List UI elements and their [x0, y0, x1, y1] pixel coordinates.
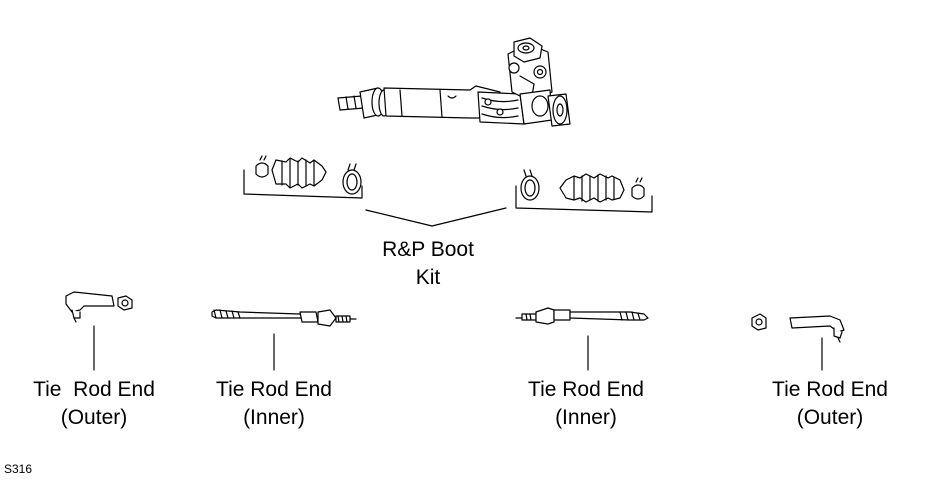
tie-rod-end-outer-left-label: Tie Rod End (Outer)	[14, 376, 174, 432]
tie-rod-end-inner-left-line2: (Inner)	[243, 406, 305, 429]
boot-kit-label-line1: R&P Boot	[382, 238, 474, 261]
boot-kit-left-parts	[255, 155, 362, 195]
tie-rod-end-inner-right-line1: Tie Rod End	[528, 378, 644, 401]
tie-rod-end-outer-right-label: Tie Rod End (Outer)	[750, 376, 910, 432]
tie-rod-end-inner-left-part	[211, 309, 357, 327]
tie-rod-end-inner-left-label: Tie Rod End (Inner)	[194, 376, 354, 432]
boot-kit-label-line2: Kit	[415, 266, 441, 289]
tie-rod-end-inner-right-line2: (Inner)	[555, 406, 617, 429]
boot-kit-label: R&P Boot Kit	[348, 236, 508, 292]
tie-rod-end-inner-right-part	[515, 307, 649, 325]
tie-rod-end-outer-right-line1: Tie Rod End	[772, 378, 888, 401]
rack-and-pinion-assembly	[337, 37, 571, 127]
tie-rod-end-inner-left-line1: Tie Rod End	[216, 378, 332, 401]
tie-rod-end-inner-right-label: Tie Rod End (Inner)	[506, 376, 666, 432]
figure-code: S316	[4, 462, 33, 476]
tie-rod-end-outer-left-part	[65, 291, 133, 323]
tie-rod-end-outer-right-part	[751, 313, 845, 343]
tie-rod-end-outer-left-line2: (Outer)	[60, 406, 128, 429]
tie-rod-end-outer-right-line2: (Outer)	[796, 406, 864, 429]
tie-rod-end-outer-left-line1: Tie Rod End	[33, 378, 155, 401]
boot-kit-right-parts	[520, 169, 645, 203]
